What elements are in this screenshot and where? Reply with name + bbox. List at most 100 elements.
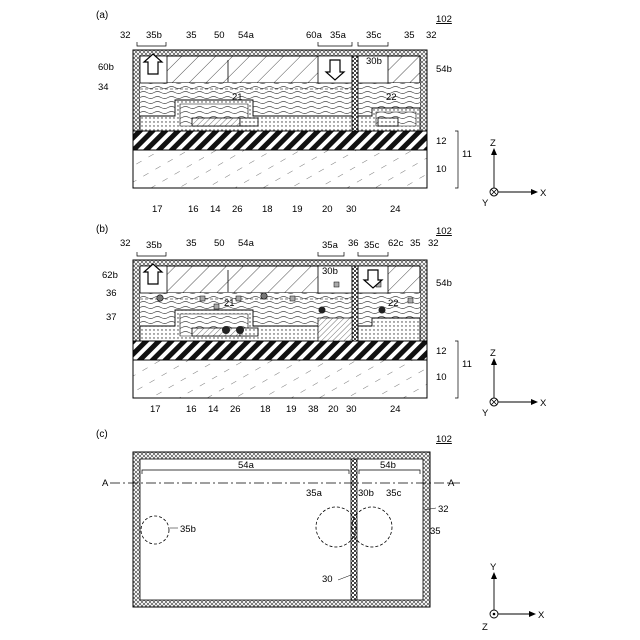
ref-10: 10: [436, 164, 447, 175]
ref-54a: 54a: [238, 238, 255, 249]
ref-32-left: 32: [120, 30, 131, 41]
panel-c-figure-id: 102: [436, 434, 452, 445]
ref-38: 38: [308, 404, 319, 415]
ref-30b: 30b: [366, 56, 382, 67]
ref-54b: 54b: [436, 64, 452, 75]
ref-54a: 54a: [238, 460, 255, 471]
panel-c: (c) 102 54a 54b A A 35a 30b 35c 32 35b 3…: [96, 429, 545, 633]
ref-18: 18: [262, 204, 273, 215]
particle: [157, 295, 163, 301]
ref-26: 26: [232, 204, 243, 215]
bracket-35c: [358, 42, 388, 46]
ref-35-right: 35: [410, 238, 421, 249]
ref-a-right: A: [448, 478, 455, 489]
bracket-35c: [358, 252, 388, 256]
axis-y: Y: [482, 198, 489, 209]
axis-y: Y: [490, 562, 497, 573]
bracket-35a: [318, 252, 344, 256]
region-20: [318, 318, 352, 341]
ref-32-left: 32: [120, 238, 131, 249]
ref-35: 35: [186, 30, 197, 41]
ref-30: 30: [322, 574, 333, 585]
electrode-14: [192, 118, 240, 126]
ref-a-left: A: [102, 478, 109, 489]
ref-30: 30: [346, 204, 357, 215]
ref-35c: 35c: [366, 30, 382, 41]
electrode-14: [192, 328, 240, 336]
ref-11: 11: [462, 149, 472, 160]
ref-26: 26: [230, 404, 241, 415]
partition-30: [352, 56, 358, 131]
particle: [222, 326, 230, 334]
particle: [214, 304, 219, 309]
particle: [408, 298, 413, 303]
ref-60a: 60a: [306, 30, 323, 41]
ref-24: 24: [390, 404, 401, 415]
particle: [290, 296, 295, 301]
ref-20: 20: [328, 404, 339, 415]
panel-a-label: (a): [96, 10, 108, 21]
ref-30b: 30b: [322, 266, 338, 277]
electrode-24b: [378, 118, 398, 126]
ref-30: 30: [346, 404, 357, 415]
layer-12: [133, 341, 427, 360]
axes-a: Z X Y: [482, 138, 547, 209]
ref-19: 19: [286, 404, 297, 415]
ref-21: 21: [232, 92, 243, 103]
bracket-35b: [137, 252, 166, 256]
particle: [236, 296, 241, 301]
panel-b-figure-id: 102: [436, 226, 452, 237]
bracket-35a: [318, 42, 352, 46]
particle: [200, 296, 205, 301]
ref-22: 22: [388, 298, 399, 309]
ref-22: 22: [386, 92, 397, 103]
ref-35: 35: [186, 238, 197, 249]
ref-54a: 54a: [238, 30, 255, 41]
ref-14: 14: [208, 404, 219, 415]
ref-12: 12: [436, 136, 447, 147]
partition-30: [352, 266, 358, 341]
panel-c-label: (c): [96, 429, 108, 440]
ref-35a: 35a: [322, 240, 339, 251]
ref-18: 18: [260, 404, 271, 415]
particle: [236, 326, 244, 334]
bracket-11: [455, 341, 458, 398]
ref-17: 17: [152, 204, 163, 215]
axis-x: X: [540, 188, 547, 199]
ref-54b: 54b: [436, 278, 452, 289]
ref-16: 16: [188, 204, 199, 215]
ref-11: 11: [462, 359, 472, 370]
ref-19: 19: [292, 204, 303, 215]
axis-y: Y: [482, 408, 489, 419]
ref-50: 50: [214, 238, 225, 249]
ref-30b: 30b: [358, 488, 374, 499]
ref-35a: 35a: [330, 30, 347, 41]
ref-21: 21: [224, 298, 235, 309]
ref-62c: 62c: [388, 238, 404, 249]
axis-x: X: [540, 398, 547, 409]
particle: [379, 307, 386, 314]
layer-12: [133, 131, 427, 150]
electrode-26: [240, 118, 258, 126]
ref-35: 35: [430, 526, 441, 537]
particle: [334, 282, 339, 287]
axes-b: Z X Y: [482, 348, 547, 419]
particle: [261, 293, 267, 299]
ref-10: 10: [436, 372, 447, 383]
ref-14: 14: [210, 204, 221, 215]
ref-17: 17: [150, 404, 161, 415]
ref-32: 32: [438, 504, 449, 515]
ref-12: 12: [436, 346, 447, 357]
substrate-10: [133, 150, 427, 188]
ref-34: 34: [98, 82, 109, 93]
ref-60b: 60b: [98, 62, 114, 73]
ref-35b: 35b: [146, 240, 162, 251]
axis-z: Z: [490, 138, 496, 149]
axes-c: Y X Z: [482, 562, 545, 633]
ref-20: 20: [322, 204, 333, 215]
axis-x: X: [538, 610, 545, 621]
ref-35b: 35b: [180, 524, 196, 535]
axis-z: Z: [482, 622, 488, 633]
ref-35-right: 35: [404, 30, 415, 41]
